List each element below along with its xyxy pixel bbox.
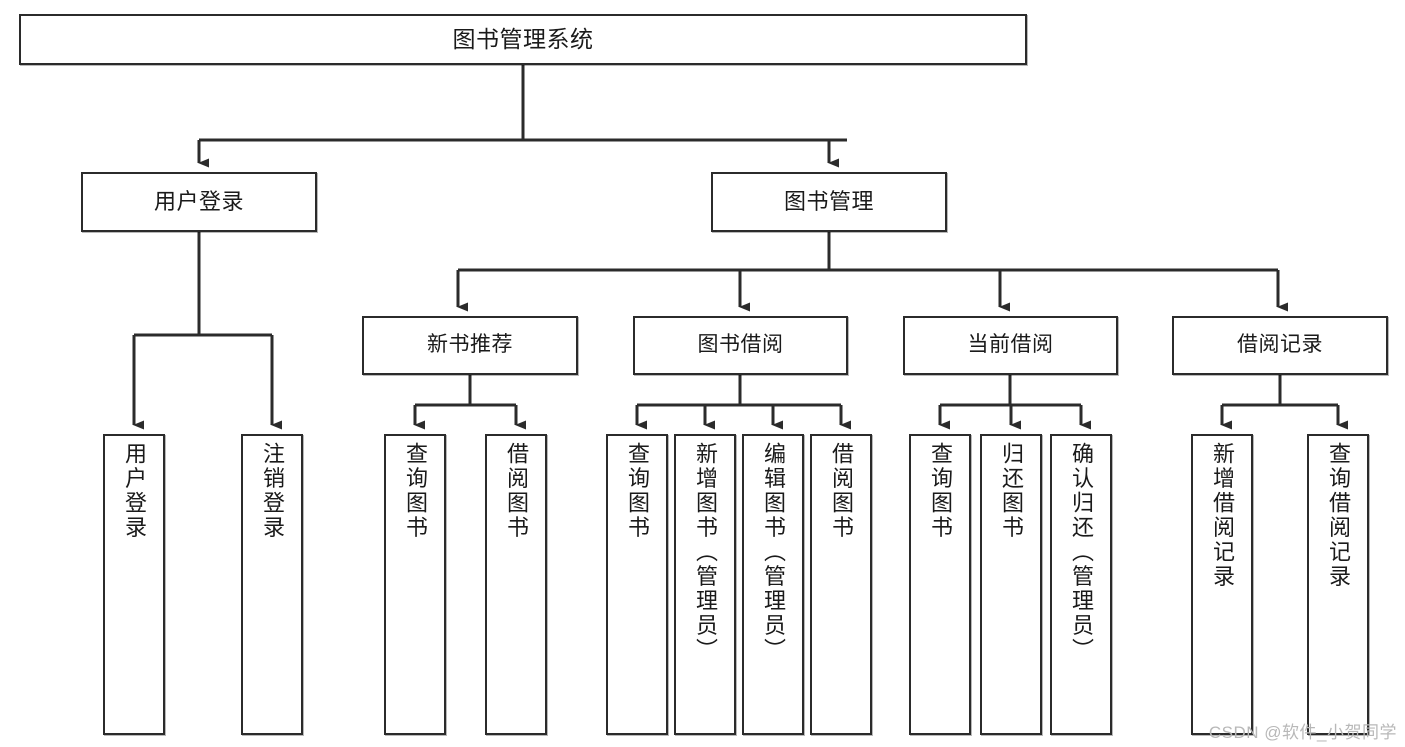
node-label: 注销登录 — [260, 442, 285, 540]
node-label: 借阅图书 — [829, 442, 854, 540]
node-root[interactable]: 图书管理系统 — [19, 14, 1027, 65]
node-label: 查询图书 — [403, 442, 428, 540]
leaf-borrow-book-1[interactable]: 借阅图书 — [485, 434, 547, 735]
leaf-add-book-admin[interactable]: 新增图书（管理员） — [674, 434, 736, 735]
node-book-borrow[interactable]: 图书借阅 — [633, 316, 848, 375]
node-label: 查询图书 — [625, 442, 650, 540]
node-label: 新增借阅记录 — [1210, 442, 1235, 589]
leaf-edit-book-admin[interactable]: 编辑图书（管理员） — [742, 434, 804, 735]
leaf-query-book-3[interactable]: 查询图书 — [909, 434, 971, 735]
node-label: 图书管理系统 — [452, 26, 594, 53]
node-label: 新增图书（管理员） — [693, 442, 718, 663]
leaf-return-book[interactable]: 归还图书 — [980, 434, 1042, 735]
node-borrow-record[interactable]: 借阅记录 — [1172, 316, 1388, 375]
node-label: 借阅图书 — [504, 442, 529, 540]
node-label: 编辑图书（管理员） — [761, 442, 786, 663]
leaf-confirm-return-admin[interactable]: 确认归还（管理员） — [1050, 434, 1112, 735]
node-label: 查询借阅记录 — [1326, 442, 1351, 589]
leaf-query-book-2[interactable]: 查询图书 — [606, 434, 668, 735]
node-label: 用户登录 — [153, 189, 244, 215]
node-current-borrow[interactable]: 当前借阅 — [903, 316, 1118, 375]
watermark-text: CSDN @软件_小贺同学 — [1208, 723, 1397, 742]
node-new-book-recommend[interactable]: 新书推荐 — [362, 316, 578, 375]
node-label: 查询图书 — [928, 442, 953, 540]
leaf-user-login[interactable]: 用户登录 — [103, 434, 165, 735]
leaf-add-borrow-record[interactable]: 新增借阅记录 — [1191, 434, 1253, 735]
node-book-manage[interactable]: 图书管理 — [711, 172, 947, 232]
leaf-query-book-1[interactable]: 查询图书 — [384, 434, 446, 735]
node-label: 确认归还（管理员） — [1069, 442, 1094, 663]
node-label: 借阅记录 — [1237, 333, 1323, 357]
node-label: 新书推荐 — [427, 333, 513, 357]
leaf-user-logout[interactable]: 注销登录 — [241, 434, 303, 735]
node-user-login[interactable]: 用户登录 — [81, 172, 317, 232]
node-label: 图书借阅 — [697, 333, 784, 357]
node-label: 归还图书 — [999, 442, 1024, 540]
leaf-query-borrow-record[interactable]: 查询借阅记录 — [1307, 434, 1369, 735]
node-label: 当前借阅 — [967, 333, 1054, 357]
node-label: 图书管理 — [783, 189, 874, 215]
node-label: 用户登录 — [122, 442, 147, 540]
leaf-borrow-book-2[interactable]: 借阅图书 — [810, 434, 872, 735]
